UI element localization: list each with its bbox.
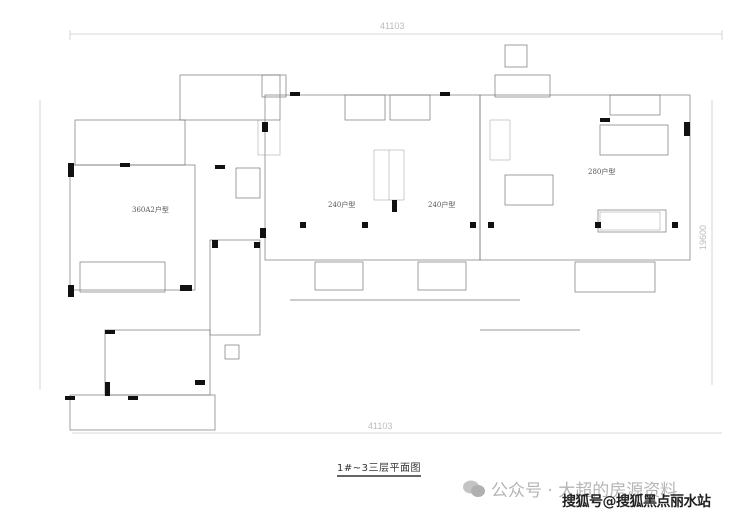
stairs — [257, 119, 661, 231]
watermark-sohu: 搜狐号@搜狐黑点丽水站 — [562, 494, 711, 510]
unit-type-360a2: 360A2户型 — [132, 205, 169, 214]
walls — [65, 92, 690, 400]
unit-type-240-right: 240户型 — [428, 200, 455, 209]
right-dimension: 19600 — [698, 225, 708, 250]
drawing-title: 1#~3三层平面图 — [337, 459, 421, 477]
unit-type-240-left: 240户型 — [328, 200, 355, 209]
dimension-lines — [39, 30, 723, 434]
bottom-width-dimension: 41103 — [368, 421, 392, 431]
watermark-wechat: 公众号 · 大超的房源资料 — [463, 476, 677, 501]
wechat-icon — [463, 480, 485, 498]
watermark-line1: 公众号 · 大超的房源资料 — [491, 481, 678, 501]
plan-outlines — [69, 44, 691, 431]
top-dimension: 41103 — [380, 21, 404, 31]
unit-type-280: 280户型 — [588, 167, 615, 176]
